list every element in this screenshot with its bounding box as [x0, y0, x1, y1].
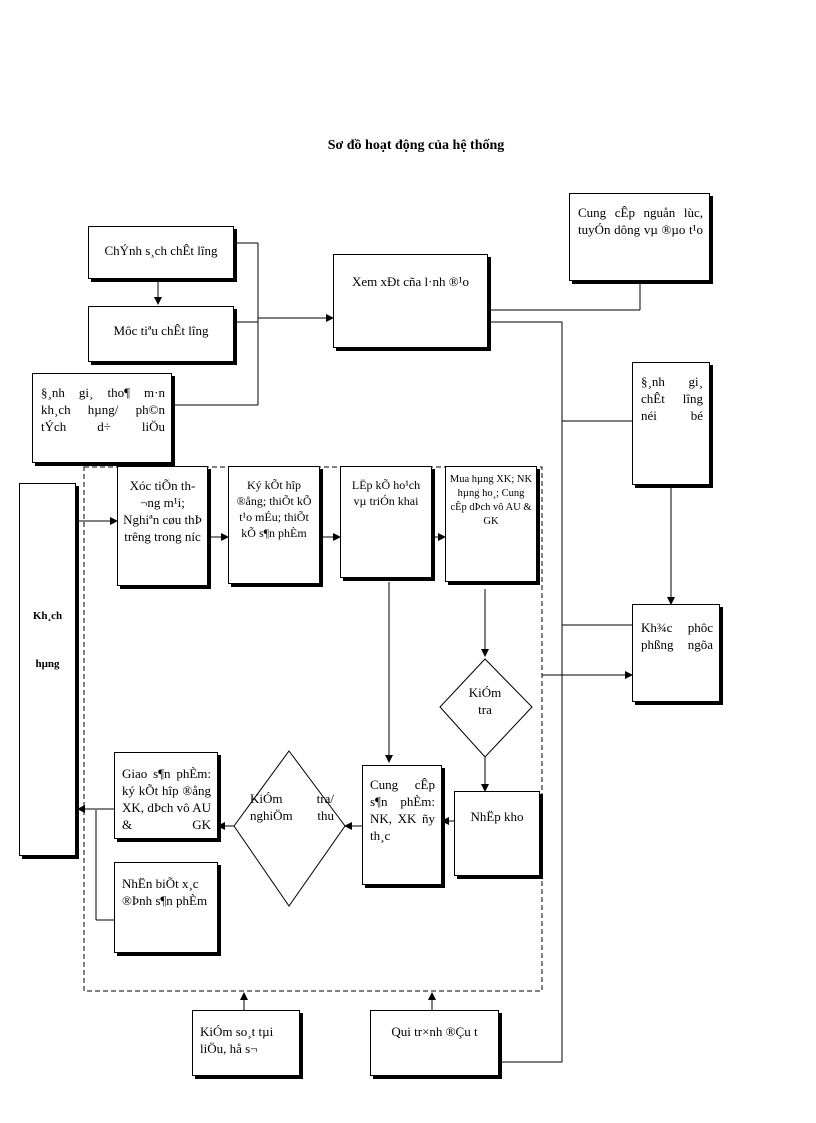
lap-ke-hoach-box: LËp kÕ ho¹ch vµ triÓn khai — [340, 466, 432, 578]
danh-gia-tho-man-box: §¸nh gi¸ tho¶ m·n kh¸ch hµng/ ph©n tÝch … — [32, 373, 172, 463]
danh-gia-noi-bo-box: §¸nh gi¸ chÊt l­îng néi bé — [632, 362, 710, 485]
cung-cap-san-pham-box: Cung cÊp s¶n phÈm: NK, XK ñy th¸c — [362, 765, 442, 885]
kiem-tra-nghiem-thu-label: KiÓm tra/ nghiÖm thu — [250, 791, 334, 823]
xuc-tien-thuong-mai-box: Xóc tiÕn th­¬ng m¹i; Nghiªn cøu thÞ tr­ê… — [117, 466, 208, 586]
nhan-biet-san-pham-box: NhËn biÕt x¸c ®Þnh s¶n phÈm — [114, 862, 218, 953]
muc-tieu-chat-luong-box: Môc tiªu chÊt l­îng — [88, 306, 234, 362]
xem-xet-lanh-dao-box: Xem xÐt cña l·nh ®¹o — [333, 254, 488, 348]
ky-ket-hop-dong-box: Ký kÕt hîp ®ång; thiÕt kÕ t¹o mÉu; thiÕt… — [228, 466, 320, 584]
khach-hang-box: Kh¸ch hµng — [19, 483, 76, 856]
page-title: Sơ đồ hoạt động của hệ thống — [327, 138, 505, 153]
kiem-tra-label: KiÓm tra — [468, 685, 502, 717]
cung-cap-nguon-luc-box: Cung cÊp nguån lùc, tuyÓn dông vµ ®µo t¹… — [569, 193, 710, 281]
kiem-tra-nghiem-thu-diamond — [233, 750, 346, 907]
mua-hang-xk-box: Mua hµng XK; NK hµng ho¸; Cung cÊp dÞch … — [445, 466, 537, 582]
khac-phuc-phong-ngua-box: Kh¾c phôc phßng ngõa — [632, 604, 720, 702]
kiem-soat-tai-lieu-box: KiÓm so¸t tµi liÖu, hå s¬ — [192, 1010, 300, 1076]
nhap-kho-box: NhËp kho — [454, 791, 540, 876]
giao-san-pham-box: Giao s¶n phÈm: ký kÕt hîp ®ång XK, dÞch … — [114, 752, 218, 839]
chinh-sach-chat-luong-box: ChÝnh s¸ch chÊt l­îng — [88, 226, 234, 279]
qui-trinh-dau-tu-box: Qui tr×nh ®Çu t­ — [370, 1010, 499, 1076]
kiem-tra-diamond — [439, 658, 533, 758]
